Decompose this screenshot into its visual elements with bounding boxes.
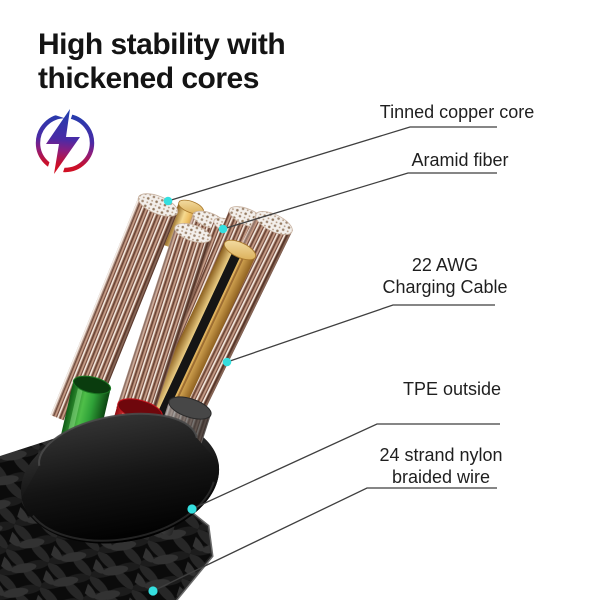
leader-line-copper: [167, 126, 497, 202]
tpe-jacket-front: [21, 412, 220, 544]
label-braid-line2: braided wire: [391, 467, 491, 487]
copper-bundle-front-center: [116, 222, 212, 420]
label-awg-line1: 22 AWG: [411, 255, 479, 275]
leader-line-aramid: [222, 172, 497, 230]
page-title-line1: High stability with: [38, 28, 286, 61]
leader-line-awg: [226, 304, 495, 363]
copper-bundle-front-left: [50, 193, 179, 431]
leader-line-tpe: [191, 423, 500, 510]
label-awg-line2: Charging Cable: [382, 277, 508, 297]
callout-dot-aramid: [218, 224, 228, 234]
callout-dot-copper: [163, 196, 173, 206]
label-22awg-charging-cable: 22 AWG Charging Cable: [382, 254, 507, 298]
page-title: High stability with thickened cores: [38, 28, 286, 96]
label-tpe-outside: TPE outside: [402, 379, 502, 399]
label-tinned-copper-core: Tinned copper core: [379, 102, 535, 122]
callout-dot-tpe: [187, 504, 197, 514]
label-aramid-fiber: Aramid fiber: [411, 150, 509, 170]
callout-dot-braid: [148, 586, 158, 596]
lightning-circle-icon: [26, 101, 104, 182]
page-title-line2: thickened cores: [38, 62, 259, 95]
leader-line-braid: [152, 487, 497, 592]
label-braid-line1: 24 strand nylon: [379, 445, 503, 465]
leader-lines: [152, 126, 500, 592]
label-braided-wire: 24 strand nylon braided wire: [379, 444, 502, 488]
callout-dots: [148, 196, 232, 596]
callout-dot-awg: [222, 357, 232, 367]
